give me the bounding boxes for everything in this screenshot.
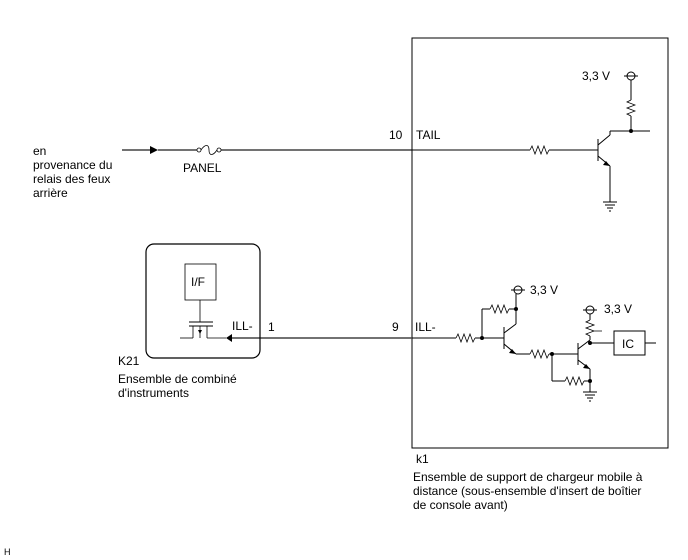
resistor-icon (529, 144, 550, 156)
tail-wire (122, 146, 412, 154)
resistor-icon (584, 319, 602, 337)
k1-supply-label-3: 3,3 V (604, 302, 632, 316)
fuse-label: PANEL (183, 161, 222, 175)
k1-pin-9-name: ILL- (415, 320, 436, 334)
ic-label: IC (622, 337, 634, 351)
corner-mark: H (4, 547, 11, 557)
interface-block (184, 263, 217, 301)
k21-code: K21 (118, 354, 140, 368)
k1-box (411, 37, 669, 449)
ground-icon (603, 201, 617, 212)
k21-box (145, 243, 261, 359)
k21-pin-number: 1 (268, 320, 275, 334)
fuse-icon (196, 145, 222, 155)
ground-icon (583, 391, 597, 402)
resistor-icon (455, 332, 476, 344)
k1-pin-9-number: 9 (392, 320, 399, 334)
k21-pin-name: ILL- (232, 319, 253, 333)
connector-arrow-icon (226, 334, 232, 342)
source-line-2: provenance du (33, 158, 112, 172)
k1-ill-circuit (412, 285, 656, 402)
source-line-1: en (33, 144, 46, 158)
k1-pin-10-name: TAIL (416, 128, 441, 142)
k1-tail-circuit (412, 71, 650, 212)
k1-description-line-2: distance (sous-ensemble d'insert de boît… (413, 484, 641, 498)
k1-supply-label-1: 3,3 V (582, 69, 610, 83)
k1-supply-label-2: 3,3 V (530, 283, 558, 297)
resistor-icon (564, 375, 585, 387)
k21-description-line-1: Ensemble de combiné (118, 372, 237, 386)
input-arrow-icon (150, 146, 158, 154)
k1-pin-10-number: 10 (389, 128, 403, 142)
k1-description-line-1: Ensemble de support de chargeur mobile à (413, 470, 643, 484)
resistor-icon (625, 99, 637, 117)
k1-description-line-3: de console avant) (413, 498, 508, 512)
ic-block (613, 330, 646, 356)
resistor-icon (489, 303, 510, 315)
source-line-4: arrière (33, 186, 68, 200)
k1-code: k1 (416, 452, 429, 466)
resistor-icon (529, 348, 550, 360)
interface-label: I/F (191, 275, 205, 289)
transistor-icon (180, 321, 226, 339)
k21-description-line-2: d'instruments (118, 386, 189, 400)
source-line-3: relais des feux (33, 172, 110, 186)
